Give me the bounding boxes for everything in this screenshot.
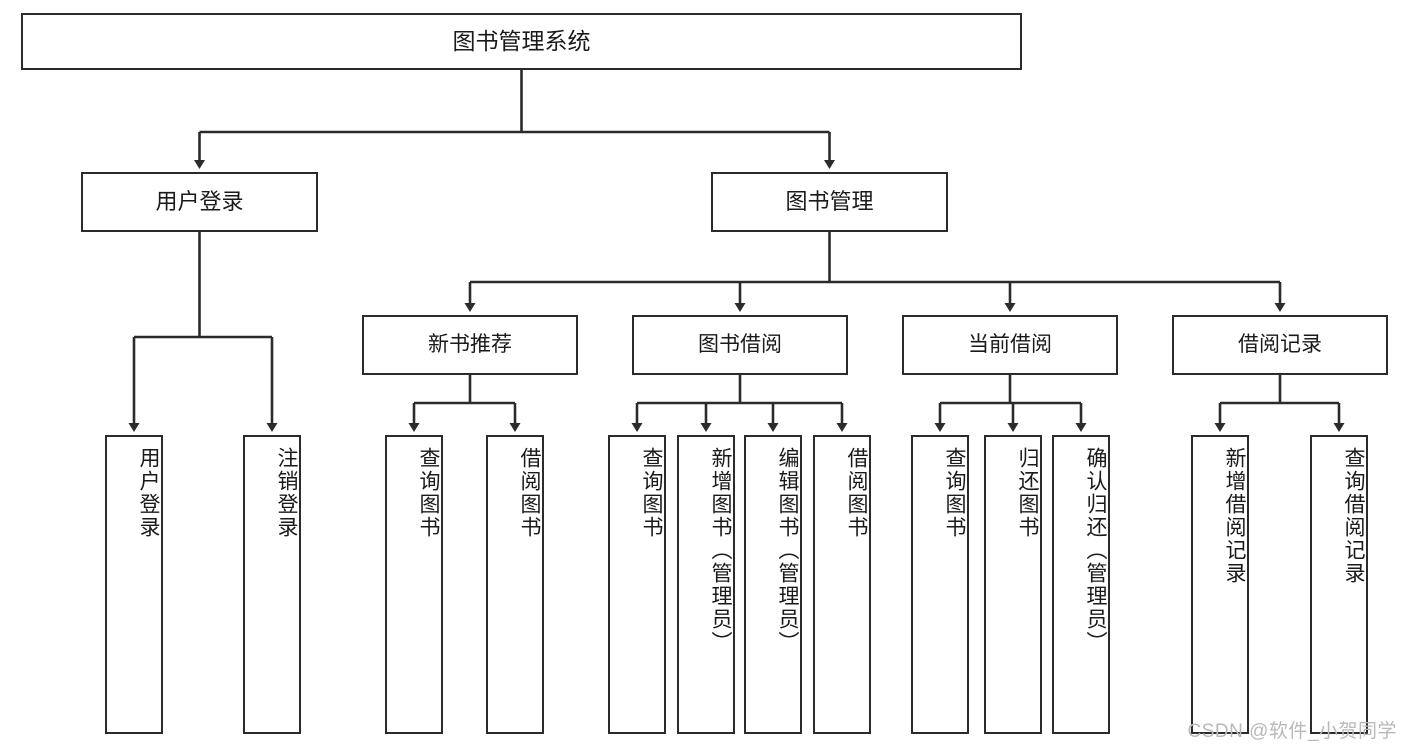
node-book-borrow[interactable]: 图书借阅 <box>632 315 848 375</box>
node-borrow-record[interactable]: 借阅记录 <box>1172 315 1388 375</box>
node-label: 新增图书（管理员） <box>709 447 732 654</box>
node-label: 图书管理系统 <box>452 28 591 55</box>
node-label: 查询图书 <box>640 447 663 539</box>
node-label: 归还图书 <box>1016 447 1039 539</box>
node-label: 图书借阅 <box>698 332 782 356</box>
node-new-book-rec[interactable]: 新书推荐 <box>362 315 578 375</box>
watermark-label: CSDN @软件_小贺同学 <box>1187 721 1397 742</box>
node-book-mgmt[interactable]: 图书管理 <box>711 172 948 232</box>
node-label: 当前借阅 <box>968 332 1052 356</box>
node-label: 借阅图书 <box>518 447 541 539</box>
node-leaf-logout[interactable]: 注销登录 <box>243 435 301 734</box>
node-leaf-query-book-2[interactable]: 查询图书 <box>608 435 666 734</box>
node-leaf-query-record[interactable]: 查询借阅记录 <box>1310 435 1368 734</box>
node-label: 查询图书 <box>943 447 966 539</box>
node-root[interactable]: 图书管理系统 <box>21 13 1022 70</box>
node-leaf-return-book[interactable]: 归还图书 <box>984 435 1042 734</box>
node-current-borrow[interactable]: 当前借阅 <box>902 315 1118 375</box>
node-label: 借阅记录 <box>1238 332 1322 356</box>
node-leaf-borrow-book-2[interactable]: 借阅图书 <box>813 435 871 734</box>
node-label: 查询图书 <box>417 447 440 539</box>
node-label: 查询借阅记录 <box>1342 447 1365 585</box>
node-leaf-borrow-book-1[interactable]: 借阅图书 <box>486 435 544 734</box>
node-label: 用户登录 <box>137 447 160 539</box>
node-label: 用户登录 <box>155 189 244 215</box>
node-label: 编辑图书（管理员） <box>776 447 799 654</box>
node-leaf-confirm-return[interactable]: 确认归还（管理员） <box>1052 435 1110 734</box>
node-label: 新增借阅记录 <box>1223 447 1246 585</box>
node-leaf-add-record[interactable]: 新增借阅记录 <box>1191 435 1249 734</box>
node-label: 新书推荐 <box>428 332 512 356</box>
node-leaf-add-book[interactable]: 新增图书（管理员） <box>677 435 735 734</box>
node-label: 借阅图书 <box>845 447 868 539</box>
node-label: 确认归还（管理员） <box>1084 447 1107 654</box>
node-label: 注销登录 <box>275 447 298 539</box>
node-leaf-user-login[interactable]: 用户登录 <box>105 435 163 734</box>
node-leaf-query-book-1[interactable]: 查询图书 <box>385 435 443 734</box>
node-user-login[interactable]: 用户登录 <box>81 172 318 232</box>
node-leaf-edit-book[interactable]: 编辑图书（管理员） <box>744 435 802 734</box>
node-leaf-query-book-3[interactable]: 查询图书 <box>911 435 969 734</box>
node-label: 图书管理 <box>785 189 874 215</box>
